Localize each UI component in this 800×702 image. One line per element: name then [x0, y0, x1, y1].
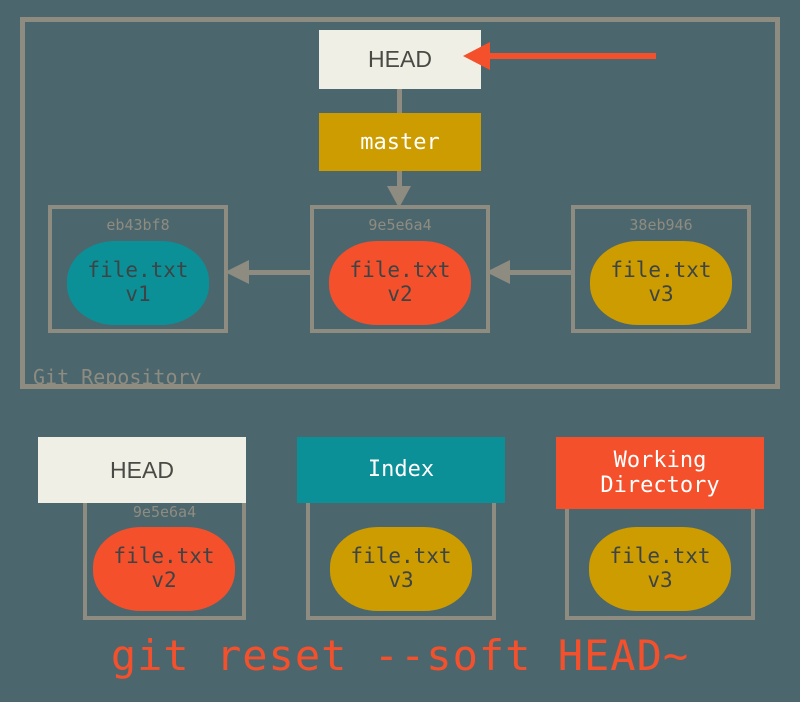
area-head-file-name: file.txt	[113, 544, 215, 569]
area-working-directory-blob: file.txt v3	[589, 527, 731, 611]
commit-file-version: v1	[125, 282, 151, 306]
git-repository-container	[20, 17, 780, 389]
red-callout-arrow	[463, 42, 656, 70]
area-head-header: HEAD	[38, 437, 246, 503]
area-working-directory-file-name: file.txt	[609, 544, 711, 569]
area-index-blob: file.txt v3	[330, 527, 472, 611]
arrow-head-icon	[486, 260, 510, 284]
area-head-title: HEAD	[110, 456, 174, 483]
commit-file-version: v3	[648, 282, 674, 306]
commit-arrow-v2-to-v1	[225, 260, 312, 284]
area-working-directory-header: Working Directory	[556, 437, 764, 509]
area-head-file-version: v2	[151, 568, 177, 592]
commit-hash-label: eb43bf8	[106, 216, 170, 234]
commit-file-version: v2	[387, 282, 413, 306]
commit-arrow-v3-to-v2	[486, 260, 573, 284]
commit-node-9e5e6a4: 9e5e6a4 file.txt v2	[310, 205, 490, 333]
master-branch-label: master	[360, 129, 440, 155]
area-head-panel	[83, 499, 246, 620]
commit-blob: file.txt v2	[329, 241, 471, 325]
commit-node-eb43bf8: eb43bf8 file.txt v1	[48, 205, 228, 333]
commit-file-name: file.txt	[349, 258, 451, 283]
commit-blob: file.txt v3	[590, 241, 732, 325]
area-working-directory-title-line2: Directory	[600, 473, 720, 498]
area-index-title: Index	[367, 457, 435, 483]
commit-blob: file.txt v1	[67, 241, 209, 325]
commit-hash-label: 38eb946	[629, 216, 693, 234]
commit-file-name: file.txt	[610, 258, 712, 283]
area-head-hash: 9e5e6a4	[132, 503, 197, 521]
commit-file-name: file.txt	[87, 258, 189, 283]
area-working-directory-title-line1: Working	[613, 447, 707, 473]
connector-head-to-master	[397, 89, 402, 113]
arrow-head-icon	[463, 42, 490, 70]
head-pointer-label: HEAD	[368, 46, 432, 72]
master-branch-box: master	[319, 113, 481, 171]
commit-hash-label: 9e5e6a4	[368, 216, 432, 234]
down-arrow-head-icon	[387, 186, 411, 208]
area-index-panel	[306, 499, 496, 620]
area-index-header: Index	[297, 437, 505, 503]
arrow-head-icon	[225, 260, 249, 284]
area-working-directory-file-version: v3	[647, 568, 673, 592]
area-index-file-version: v3	[388, 568, 414, 592]
command-caption: git reset --soft HEAD~	[110, 631, 690, 680]
commit-node-38eb946: 38eb946 file.txt v3	[571, 205, 751, 333]
git-repository-label: Git Repository	[33, 365, 202, 389]
area-head-blob: file.txt v2	[93, 527, 235, 611]
area-working-directory-panel	[565, 505, 755, 620]
connector-master-to-commit	[397, 171, 402, 195]
area-index-file-name: file.txt	[350, 544, 452, 569]
head-pointer-box: HEAD	[319, 30, 481, 89]
